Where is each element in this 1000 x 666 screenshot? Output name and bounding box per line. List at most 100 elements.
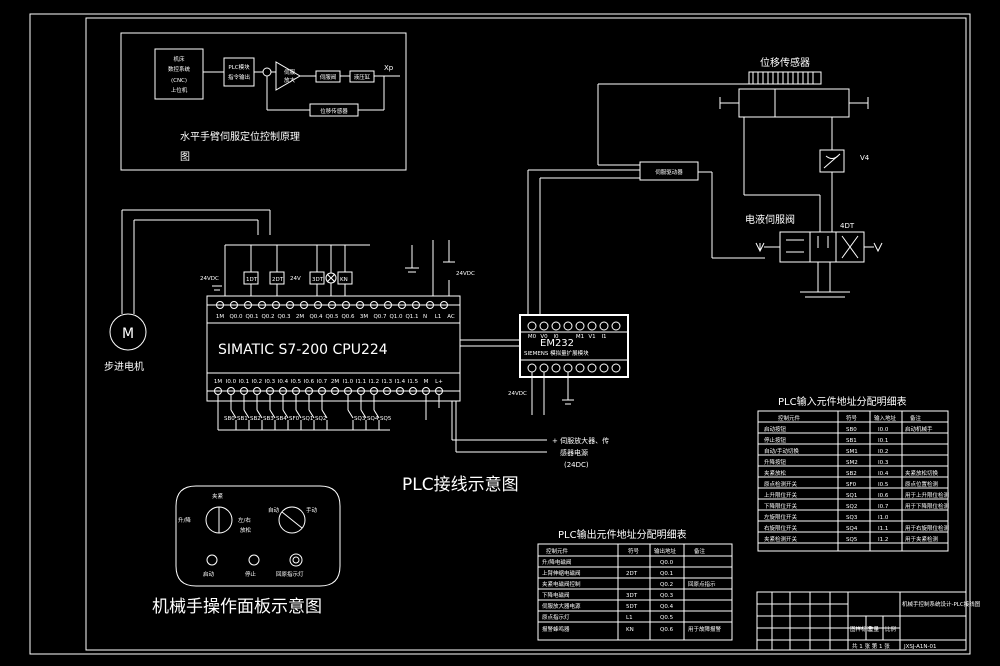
top-term-5: 2M: [296, 314, 304, 320]
in-r3-c0: 升降按钮: [764, 458, 787, 466]
in-r4-c3: 夹紧放松切换: [905, 469, 939, 477]
out-r0-c2: Q0.0: [660, 560, 674, 566]
home-indicator-lamp: [289, 553, 303, 567]
in-r2-c0: 自动/手动切换: [764, 447, 799, 455]
out-h3: 备注: [694, 547, 706, 555]
bot-term-3: I0.2: [252, 379, 262, 385]
bot-term-2: I0.1: [239, 379, 249, 385]
in-r5-c2: I0.5: [878, 482, 889, 488]
out-dev-kn: KN: [340, 277, 348, 283]
amp-line-2: 放大: [284, 76, 296, 84]
servo-driver-label: 伺服驱动器: [655, 168, 683, 176]
in-h3: 备注: [910, 414, 922, 422]
stop-label: 停止: [245, 570, 257, 578]
in-r6-c1: SQ1: [846, 493, 857, 499]
in-r9-c2: I1.1: [878, 526, 888, 532]
plc-24v-right: 24VDC: [456, 271, 475, 277]
top-term-12: Q1.1: [405, 314, 418, 320]
servo-valve-label: 电液伺服阀: [745, 213, 795, 226]
in-r4-c0: 夹紧放松: [764, 469, 787, 477]
valve-block: 伺服阀: [320, 73, 337, 81]
motor-label: 步进电机: [104, 360, 144, 373]
in-r0-c3: 启动机械手: [905, 425, 933, 433]
in-r4-c1: SB2: [846, 471, 857, 477]
out-r0-c0: 升/降电磁阀: [542, 558, 571, 566]
out-r6-c2: Q0.6: [660, 627, 674, 633]
principle-title-2: 图: [180, 151, 190, 163]
em-term-0: M0: [528, 334, 537, 340]
dt4-label: 4DT: [840, 222, 855, 230]
title-drawing-name: 机械手控制系统设计-PLC接线图: [902, 600, 981, 608]
knob-label-manual: 手动: [306, 506, 318, 514]
in-r6-c2: I0.6: [878, 493, 889, 499]
in-dev-0: SB0: [224, 416, 235, 422]
em232-module: EM232 SIEMENS 模拟量扩展模块 M0 V0 I0 M1 V1 I1 …: [460, 169, 640, 415]
em-model: EM232: [540, 338, 574, 349]
em-term-4: V1: [588, 334, 595, 340]
out-r5-c0: 原点指示灯: [542, 613, 570, 621]
bot-term-14: I1.4: [395, 379, 406, 385]
servo-driver-box: [639, 161, 699, 181]
in-h1: 符号: [846, 414, 858, 422]
top-term-13: N: [423, 314, 427, 320]
knob-label-updown: 升/降: [178, 516, 191, 524]
cnc-line-4: 上位机: [171, 86, 188, 94]
out-r6-c0: 报警蜂鸣器: [542, 625, 570, 633]
inner-frame: [85, 17, 967, 651]
knob-label-release: 放松: [240, 526, 252, 534]
hydraulic-cylinder: [738, 88, 850, 118]
in-r10-c1: SQ5: [846, 537, 858, 543]
out-h2: 输出地址: [654, 547, 677, 555]
in-h2: 输入地址: [874, 414, 897, 422]
start-button[interactable]: [206, 554, 218, 566]
em-term-1: V0: [540, 334, 548, 340]
out-r6-c1: KN: [626, 627, 634, 633]
bot-term-16: M: [424, 379, 429, 385]
out-dev-1dt: 1DT: [246, 277, 258, 283]
out-r2-c3: 回原点指示: [688, 580, 716, 588]
em-sub: SIEMENS 模拟量扩展模块: [524, 349, 589, 357]
plc-body: [206, 295, 461, 402]
bot-term-6: I0.5: [291, 379, 302, 385]
outer-frame: [29, 13, 971, 655]
stop-button[interactable]: [248, 554, 260, 566]
top-term-14: L1: [435, 314, 442, 320]
output-label: Xp: [384, 64, 394, 72]
out-r3-c2: Q0.3: [660, 593, 674, 599]
top-term-2: Q0.1: [245, 314, 258, 320]
out-r1-c2: Q0.1: [660, 571, 673, 577]
title-code: JXSJ-A1N-01: [903, 644, 937, 650]
in-r1-c2: I0.1: [878, 438, 888, 444]
selector-knob-2[interactable]: [278, 506, 306, 534]
amp-line-1: 伺服: [284, 68, 296, 76]
in-dev-10: SQ5: [380, 416, 392, 422]
top-term-9: 3M: [360, 314, 368, 320]
in-r1-c0: 停止按钮: [764, 436, 787, 444]
in-r2-c2: I0.2: [878, 449, 888, 455]
bot-term-12: I1.2: [369, 379, 379, 385]
bot-term-17: L+: [435, 379, 443, 385]
cnc-line-2: 数控系统: [168, 65, 191, 73]
in-r3-c2: I0.3: [878, 460, 889, 466]
out-h1: 符号: [628, 547, 640, 555]
in-r2-c1: SM1: [846, 449, 858, 455]
in-h0: 控制元件: [778, 414, 801, 422]
in-dev-2: SB2: [250, 416, 261, 422]
out-dev-3dt: 3DT: [312, 277, 324, 283]
in-dev-9: SQ4: [367, 416, 379, 422]
title-cell-2: 比例: [885, 625, 897, 633]
out-r5-c2: Q0.5: [660, 615, 674, 621]
knob-label-leftright: 左/右: [238, 516, 251, 524]
sensor-title: 位移传感器: [760, 56, 810, 69]
in-r0-c1: SB0: [846, 427, 857, 433]
out-h0: 控制元件: [546, 547, 569, 555]
em-term-3: M1: [576, 334, 584, 340]
in-dev-7: SQ2: [315, 416, 326, 422]
stepper-motor: M 步进电机: [104, 209, 271, 373]
title-block: 图样标记 重量 比例 共 1 张 第 1 张 机械手控制系统设计-PLC接线图 …: [756, 591, 981, 651]
in-r10-c0: 夹紧检测开关: [764, 535, 798, 543]
bot-term-11: I1.1: [356, 379, 366, 385]
v4-label: V4: [860, 154, 870, 162]
out-r5-c1: L1: [626, 615, 633, 621]
